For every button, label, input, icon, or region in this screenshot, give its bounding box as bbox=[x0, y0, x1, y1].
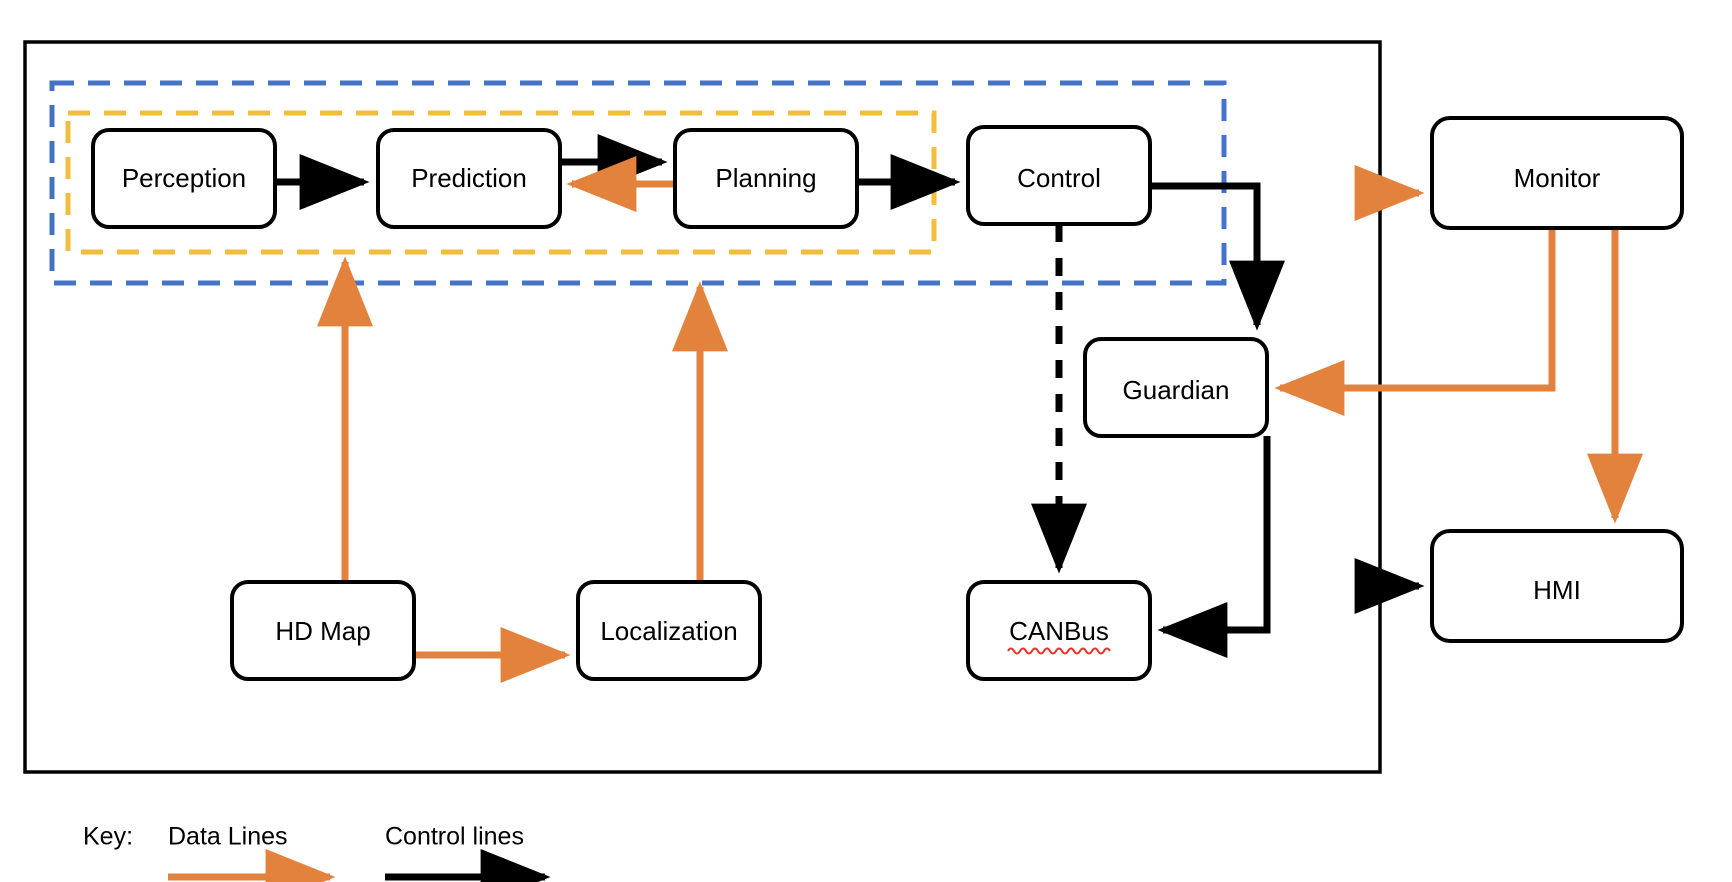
spellcheck-underline-icon bbox=[1007, 647, 1111, 655]
node-guardian-label: Guardian bbox=[1123, 375, 1230, 405]
legend: Key: Data Lines Control lines bbox=[83, 823, 551, 882]
node-prediction-label: Prediction bbox=[411, 163, 527, 193]
legend-control-lines-label: Control lines bbox=[385, 823, 524, 851]
node-control-label: Control bbox=[1017, 163, 1101, 193]
node-localization-label: Localization bbox=[600, 616, 737, 646]
edge-control-guardian bbox=[1150, 182, 1285, 331]
node-guardian[interactable]: Guardian bbox=[1083, 337, 1269, 438]
node-planning[interactable]: Planning bbox=[673, 128, 859, 229]
node-localization[interactable]: Localization bbox=[576, 580, 762, 681]
node-hd-map-label: HD Map bbox=[275, 616, 370, 646]
node-monitor-label: Monitor bbox=[1514, 163, 1601, 193]
outer-frame bbox=[23, 40, 1382, 774]
node-hmi[interactable]: HMI bbox=[1430, 529, 1684, 643]
node-perception[interactable]: Perception bbox=[91, 128, 277, 229]
legend-data-lines-label: Data Lines bbox=[168, 823, 288, 851]
node-hd-map[interactable]: HD Map bbox=[230, 580, 416, 681]
node-planning-label: Planning bbox=[715, 163, 816, 193]
node-monitor[interactable]: Monitor bbox=[1430, 116, 1684, 230]
legend-title: Key: bbox=[83, 823, 133, 851]
edge-guardian-canbus bbox=[1157, 436, 1271, 658]
node-control[interactable]: Control bbox=[966, 125, 1152, 226]
yellow-group-boundary bbox=[65, 110, 937, 255]
edge-monitor-guardian bbox=[1274, 228, 1556, 416]
node-perception-label: Perception bbox=[122, 163, 246, 193]
node-canbus[interactable]: CANBus bbox=[966, 580, 1152, 681]
node-hmi-label: HMI bbox=[1533, 575, 1581, 605]
node-canbus-label: CANBus bbox=[1009, 616, 1109, 646]
node-prediction[interactable]: Prediction bbox=[376, 128, 562, 229]
